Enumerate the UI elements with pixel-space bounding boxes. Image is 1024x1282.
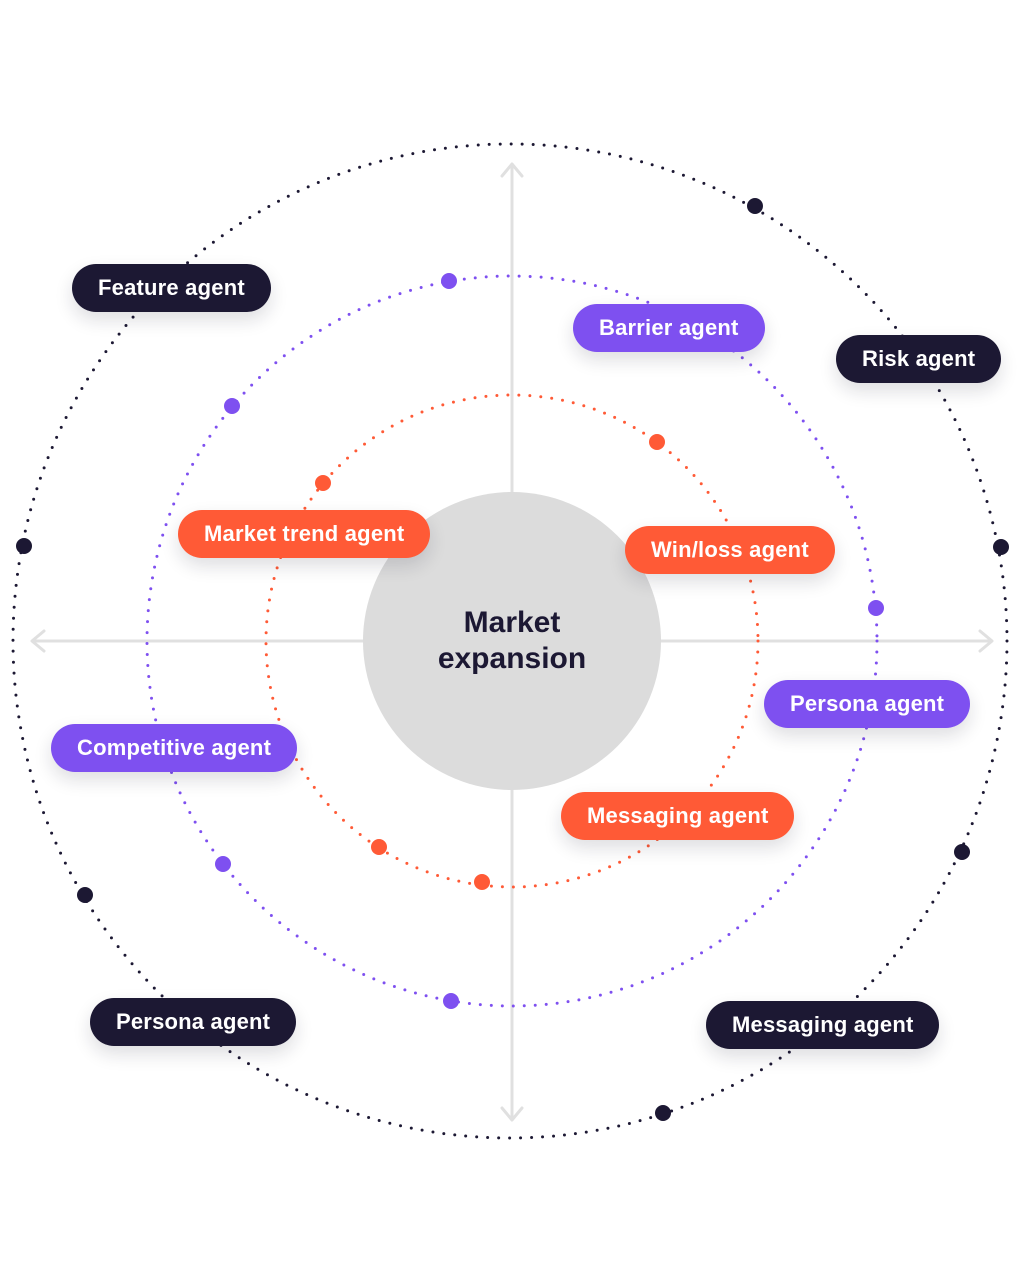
agent-label-feature: Feature agent [72, 264, 271, 312]
outer-node [77, 887, 93, 903]
outer-node [747, 198, 763, 214]
agent-label-persona-outer: Persona agent [90, 998, 297, 1046]
agent-label-competitive: Competitive agent [51, 724, 298, 772]
outer-ring [11, 142, 1009, 1140]
outer-ring-nodes [16, 198, 1009, 1121]
inner-node [315, 475, 331, 491]
agent-label-persona-middle: Persona agent [764, 680, 971, 728]
agent-label-market-trend: Market trend agent [178, 510, 431, 558]
outer-node [16, 538, 32, 554]
axis-arrow-up-icon [500, 162, 524, 178]
agent-label-barrier: Barrier agent [573, 304, 765, 352]
middle-node [224, 398, 240, 414]
middle-node [215, 856, 231, 872]
middle-ring-nodes [215, 273, 884, 1009]
center-title: Market expansion [437, 606, 587, 675]
outer-node [954, 844, 970, 860]
axis-arrow-right-icon [978, 629, 994, 653]
outer-node [655, 1105, 671, 1121]
middle-ring [145, 274, 879, 1008]
middle-node [868, 600, 884, 616]
inner-node [371, 839, 387, 855]
inner-node [474, 874, 490, 890]
agent-label-messaging-outer: Messaging agent [706, 1001, 940, 1049]
outer-node [993, 539, 1009, 555]
agent-label-win-loss: Win/loss agent [625, 526, 835, 574]
axis-arrow-down-icon [500, 1106, 524, 1122]
axis-arrow-left-icon [30, 629, 46, 653]
middle-node [441, 273, 457, 289]
inner-ring-nodes [315, 434, 665, 890]
inner-ring [264, 393, 760, 889]
agent-label-risk: Risk agent [836, 335, 1002, 383]
inner-node [649, 434, 665, 450]
agent-label-messaging-inner: Messaging agent [561, 792, 795, 840]
middle-node [443, 993, 459, 1009]
